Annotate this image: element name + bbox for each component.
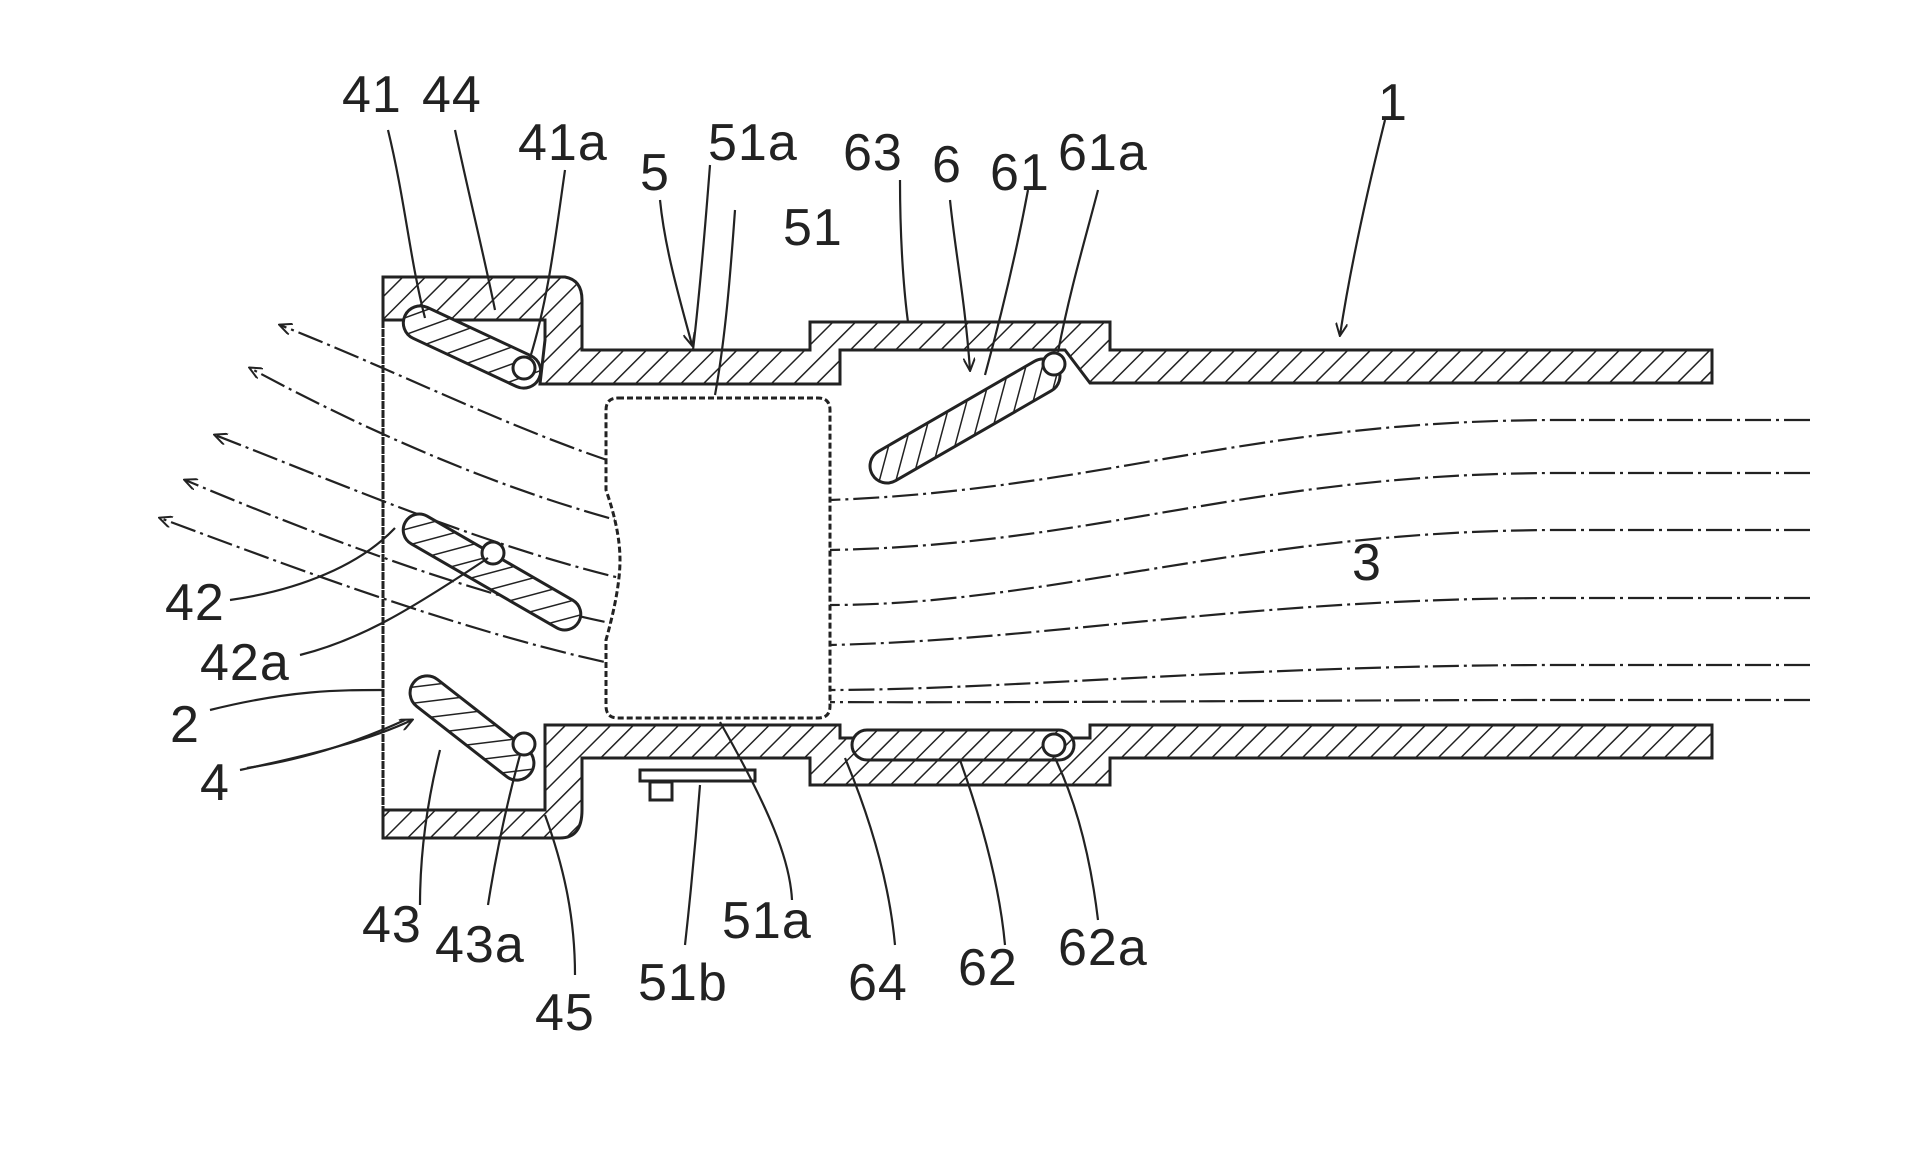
- label-51a-bottom: 51a: [722, 892, 812, 950]
- label-51b: 51b: [638, 954, 728, 1012]
- louver-62: [852, 730, 1074, 760]
- label-4: 4: [200, 754, 230, 812]
- louver-61: [864, 353, 1066, 489]
- label-51a-top: 51a: [708, 114, 798, 172]
- label-63: 63: [843, 124, 903, 182]
- label-61: 61: [990, 144, 1050, 202]
- label-62a: 62a: [1058, 919, 1148, 977]
- label-43: 43: [362, 896, 422, 954]
- label-41a: 41a: [518, 114, 608, 172]
- actuator-51b: [640, 770, 755, 800]
- label-41: 41: [342, 66, 402, 124]
- label-6: 6: [932, 136, 962, 194]
- label-3: 3: [1352, 534, 1382, 592]
- label-45: 45: [535, 984, 595, 1042]
- label-44: 44: [422, 66, 482, 124]
- label-64: 64: [848, 954, 908, 1012]
- arrow-1: [1340, 120, 1385, 335]
- label-42: 42: [165, 574, 225, 632]
- louver-43: [403, 669, 541, 787]
- damper-51: [606, 398, 830, 718]
- louver-42: [397, 508, 586, 636]
- label-62: 62: [958, 939, 1018, 997]
- label-51: 51: [783, 199, 843, 257]
- label-2: 2: [170, 696, 200, 754]
- label-61a: 61a: [1058, 124, 1148, 182]
- label-5: 5: [640, 144, 670, 202]
- label-42a: 42a: [200, 634, 290, 692]
- arrow-5: [660, 200, 692, 345]
- label-43a: 43a: [435, 916, 525, 974]
- label-1: 1: [1378, 74, 1408, 132]
